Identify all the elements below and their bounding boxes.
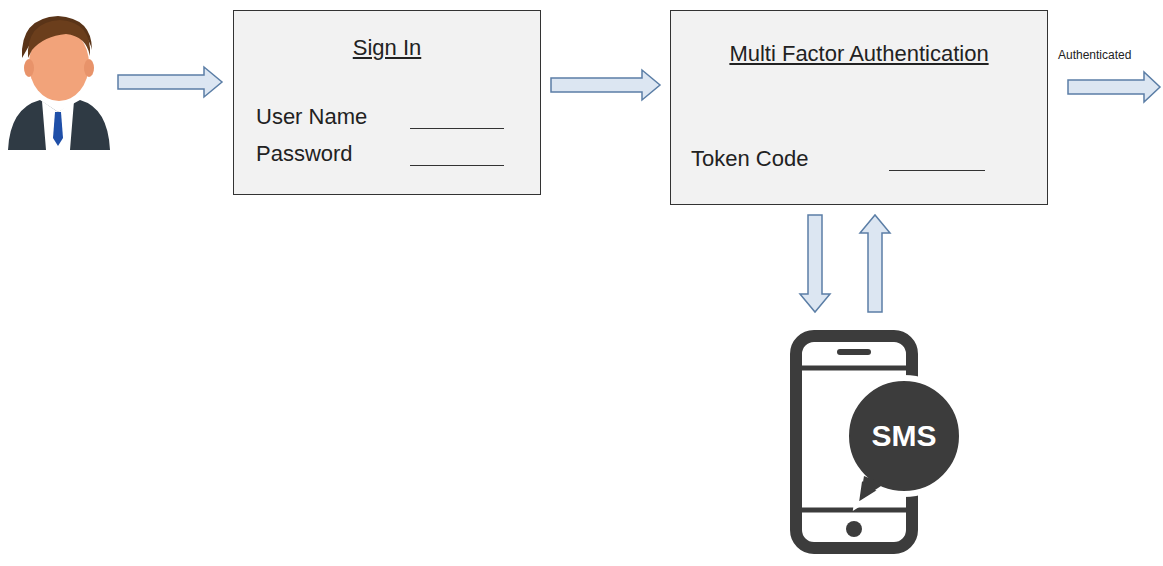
field-label: Token Code	[691, 145, 808, 173]
field-label: User Name	[256, 103, 367, 131]
input-blank	[410, 128, 504, 129]
flow-label: Authenticated	[1057, 48, 1132, 62]
block-arrow	[1068, 72, 1160, 102]
input-blank	[889, 170, 985, 171]
box-title: Sign In	[244, 33, 530, 63]
process-box: Multi Factor AuthenticationToken Code	[670, 10, 1048, 205]
field-label: Password	[256, 140, 353, 168]
block-arrow	[800, 215, 830, 312]
sms-text: SMS	[848, 416, 960, 456]
process-box: Sign In User NamePassword	[233, 10, 541, 195]
block-arrow	[551, 70, 660, 100]
block-arrow	[118, 67, 222, 97]
input-blank	[410, 165, 504, 166]
box-title: Multi Factor Authentication	[681, 39, 1037, 69]
person-icon	[8, 16, 110, 150]
block-arrow	[860, 215, 890, 312]
phone-node: SMS	[760, 318, 990, 558]
